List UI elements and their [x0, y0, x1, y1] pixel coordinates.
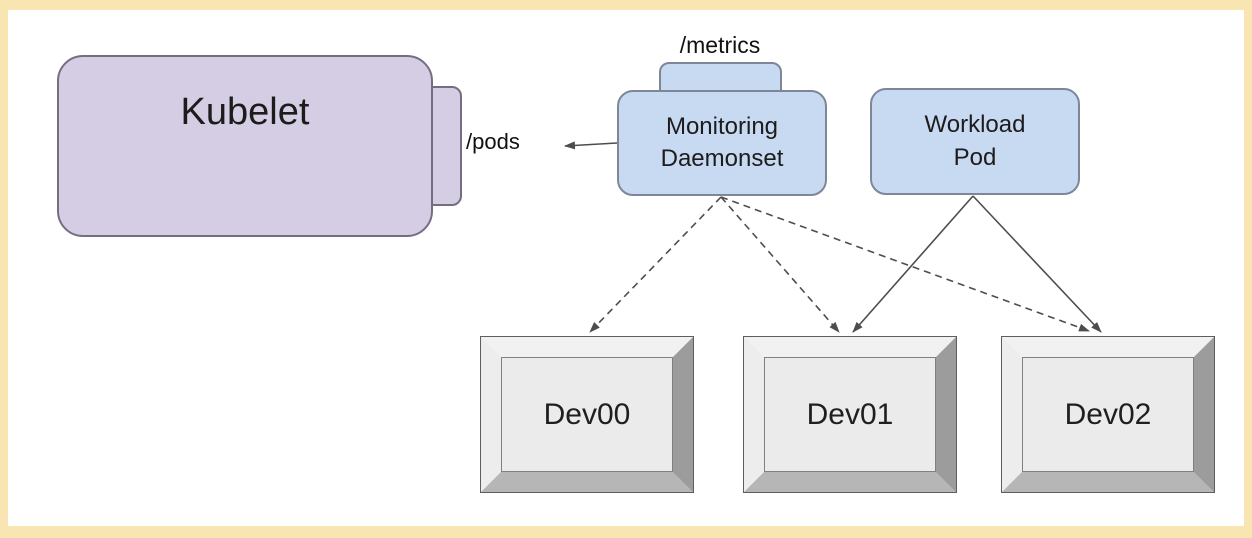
- device-node-dev00[interactable]: Dev00: [480, 336, 694, 493]
- device-label: Dev00: [501, 357, 673, 472]
- edge-monitoring-to-pods: [564, 141, 618, 150]
- kubelet-label: Kubelet: [180, 91, 310, 133]
- monitoring-daemonset-node[interactable]: Monitoring Daemonset: [617, 90, 827, 196]
- device-label: Dev02: [1022, 357, 1194, 472]
- kubelet-node[interactable]: Kubelet: [57, 55, 433, 237]
- edge-workload-to-dev01: [852, 195, 974, 333]
- workload-pod-node[interactable]: Workload Pod: [870, 88, 1080, 195]
- monitoring-daemonset-label: Monitoring Daemonset: [660, 112, 784, 172]
- edge-monitoring-to-dev00: [589, 196, 722, 333]
- edge-monitoring-to-dev01: [720, 196, 840, 333]
- workload-pod-label: Workload Pod: [924, 111, 1026, 171]
- pods-endpoint-label: /pods: [466, 129, 520, 154]
- device-node-dev02[interactable]: Dev02: [1001, 336, 1215, 493]
- edge-monitoring-to-dev02: [720, 196, 1090, 332]
- edge-workload-to-dev02: [972, 195, 1102, 333]
- device-label: Dev01: [764, 357, 936, 472]
- metrics-endpoint-label: /metrics: [679, 32, 761, 58]
- device-node-dev01[interactable]: Dev01: [743, 336, 957, 493]
